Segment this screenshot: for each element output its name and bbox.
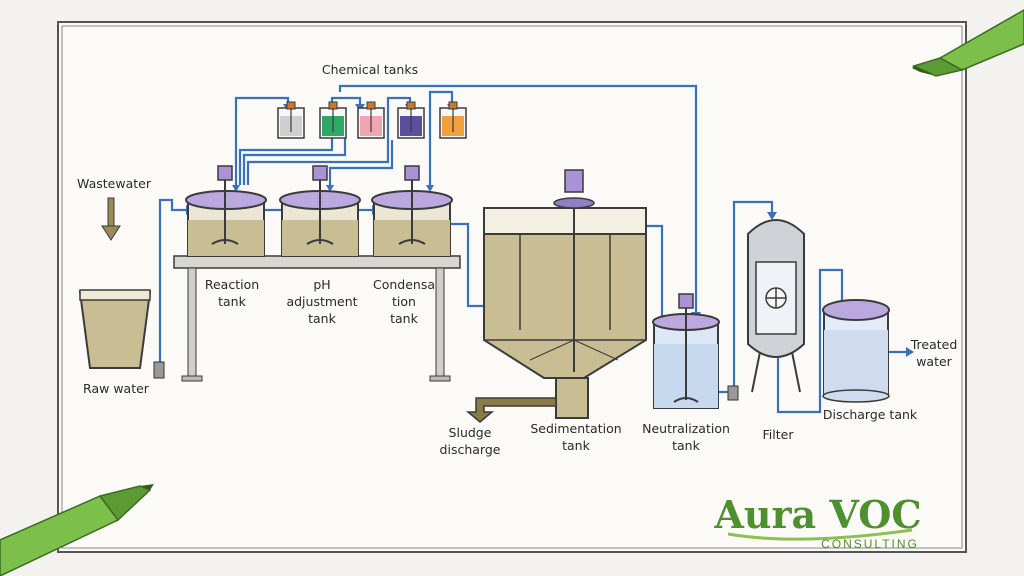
neutralization-tank <box>652 293 739 409</box>
label-ph-tank-2: adjustment <box>286 294 357 309</box>
condensation-tank <box>371 165 453 257</box>
label-neutralization-tank-1: Neutralization <box>642 421 730 436</box>
motor-icon <box>678 293 694 309</box>
sludge-arrow <box>465 397 557 423</box>
label-chemical-tanks: Chemical tanks <box>322 62 418 77</box>
logo-name: Aura VOC <box>713 492 921 537</box>
chemical-tank <box>439 101 467 139</box>
label-neutralization-tank-2: tank <box>672 438 700 453</box>
chemical-tanks <box>277 101 467 139</box>
label-raw-water: Raw water <box>83 381 150 396</box>
label-ph-tank-3: tank <box>308 311 336 326</box>
marker-top-right <box>911 9 1024 77</box>
wastewater-arrow <box>101 197 121 241</box>
filter-vessel <box>747 219 805 393</box>
motor-icon <box>564 169 584 193</box>
label-filter: Filter <box>763 427 795 442</box>
pipe-chem-5 <box>328 140 394 185</box>
sedimentation-tank <box>465 169 647 423</box>
valve-icon <box>153 361 165 379</box>
reaction-tank <box>185 165 267 257</box>
chemical-tank <box>397 101 425 139</box>
label-sedimentation-tank-1: Sedimentation <box>530 421 621 436</box>
chemical-tank <box>319 101 347 139</box>
pipe-header-neutral <box>338 84 698 312</box>
pipe-chem-1 <box>234 96 290 185</box>
chemical-tank <box>357 101 385 139</box>
logo-tagline: CONSULTING <box>821 537 919 551</box>
label-wastewater: Wastewater <box>77 176 152 191</box>
label-treated-water-1: Treated <box>910 337 958 352</box>
tank-stand <box>173 255 461 382</box>
pipe-chem-4 <box>246 96 412 185</box>
raw-water-tank <box>78 289 165 379</box>
motor-icon <box>404 165 420 181</box>
pipe-filter-to-discharge <box>776 268 844 414</box>
label-treated-water-2: water <box>916 354 952 369</box>
pipe-raw-to-reaction <box>158 198 186 370</box>
motor-icon <box>217 165 233 181</box>
chemical-tank <box>277 101 305 139</box>
label-discharge-tank: Discharge tank <box>823 407 918 422</box>
marker-bottom-left <box>0 484 154 576</box>
label-sludge-discharge-1: Sludge <box>449 425 492 440</box>
pipe-chem-6 <box>428 90 454 185</box>
label-condensation-tank-3: tank <box>390 311 418 326</box>
label-condensation-tank-1: Condensa <box>373 277 435 292</box>
paper-frame-inner <box>61 25 963 549</box>
label-reaction-tank-1: Reaction <box>205 277 259 292</box>
label-sedimentation-tank-2: tank <box>562 438 590 453</box>
label-condensation-tank-2: tion <box>392 294 416 309</box>
label-ph-tank-1: pH <box>313 277 330 292</box>
labels: Chemical tanks Wastewater Raw water Reac… <box>77 62 957 457</box>
motor-icon <box>312 165 328 181</box>
ph-adjustment-tank <box>279 165 361 257</box>
label-sludge-discharge-2: discharge <box>440 442 501 457</box>
logo-swoosh <box>727 528 913 541</box>
logo: Aura VOC CONSULTING <box>713 492 921 551</box>
valve-icon <box>727 385 739 401</box>
discharge-tank <box>822 299 890 403</box>
label-reaction-tank-2: tank <box>218 294 246 309</box>
